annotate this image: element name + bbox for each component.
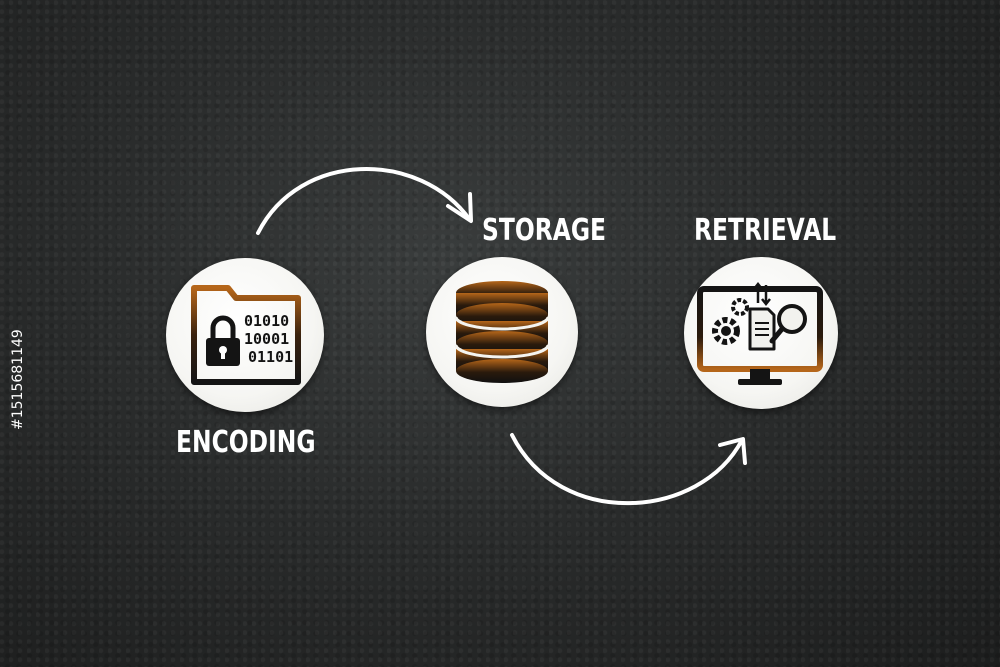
arrowhead-storage [446, 192, 473, 223]
binary-line-2: 10001 [244, 330, 289, 348]
monitor-search-icon [697, 281, 823, 385]
stock-id-watermark: #1515681149 [10, 329, 26, 430]
encrypted-folder-icon: 01010 10001 01101 [191, 285, 301, 385]
storage-label: STORAGE [482, 213, 607, 248]
encoding-label: ENCODING [176, 425, 316, 460]
database-icon [454, 281, 550, 383]
binary-line-1: 01010 [244, 312, 289, 330]
storage-disc [426, 257, 578, 407]
arrow-storage-to-retrieval [510, 433, 744, 506]
arrowhead-retrieval [718, 437, 747, 465]
encoding-disc: 01010 10001 01101 [166, 258, 324, 412]
binary-line-3: 01101 [248, 348, 293, 366]
arrow-encoding-to-storage [256, 167, 472, 235]
retrieval-label: RETRIEVAL [694, 213, 837, 248]
retrieval-disc [684, 257, 838, 409]
